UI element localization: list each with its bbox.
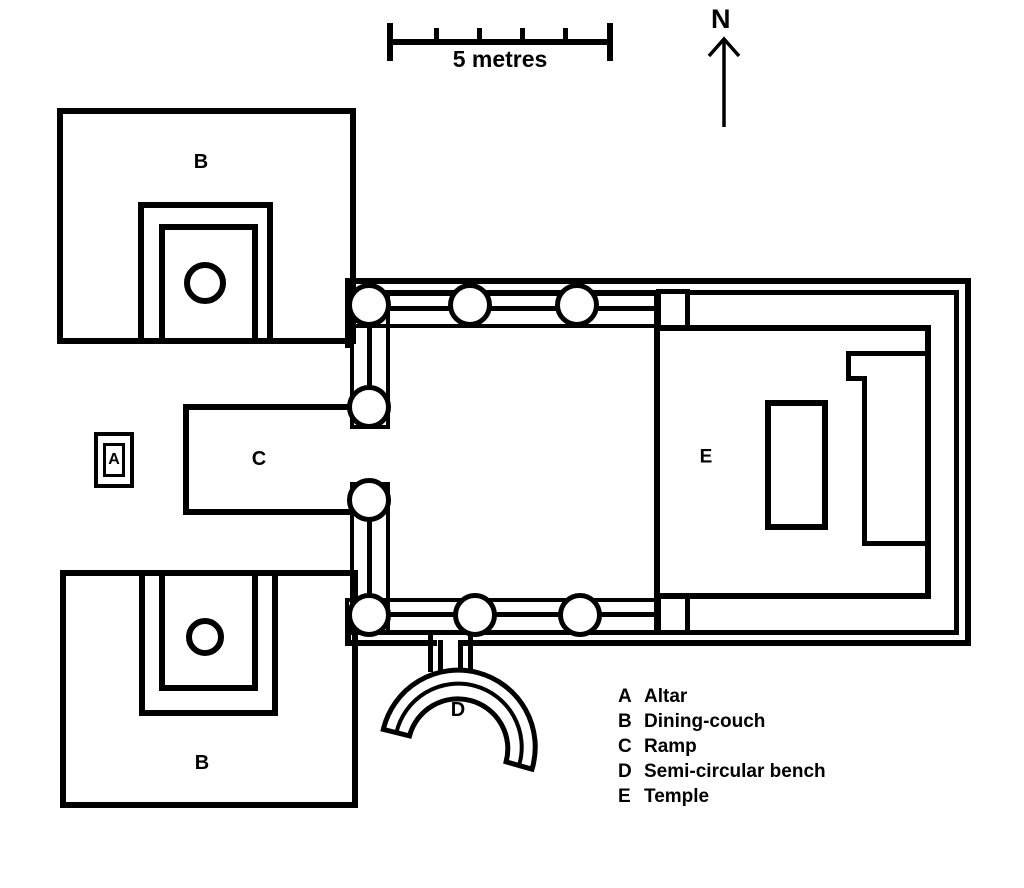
- porch-stylobate-south-midline: [345, 612, 658, 617]
- column: [448, 283, 492, 327]
- dining-couch-north-table: [184, 262, 226, 304]
- legend-label: Ramp: [644, 736, 697, 757]
- ramp-outline: [183, 404, 353, 515]
- altar-outline-inner: [103, 443, 125, 477]
- legend-key: A: [618, 686, 632, 707]
- scale-bar-label: 5 metres: [452, 46, 548, 72]
- dining-couch-north-u-inner: [159, 224, 258, 344]
- dining-couch-south-u-outer: [139, 570, 278, 716]
- cella-podium: [862, 351, 925, 546]
- column: [347, 385, 391, 429]
- legend-label: Semi-circular bench: [644, 761, 826, 782]
- dining-couch-north-outline: [57, 108, 356, 344]
- anta-north: [656, 289, 690, 330]
- scale-bar-line: [390, 39, 610, 45]
- anta-south: [656, 594, 690, 635]
- scale-bar-tick: [477, 28, 482, 40]
- north-label: N: [711, 4, 731, 34]
- column: [347, 478, 391, 522]
- legend-item: D Semi-circular bench: [618, 761, 826, 786]
- temple-outer-wall: [345, 278, 971, 646]
- dining-couch-north-label: B: [193, 151, 209, 173]
- legend-item: A Altar: [618, 686, 826, 711]
- column: [347, 593, 391, 637]
- legend-key: D: [618, 761, 632, 782]
- porch-stylobate-west-lower-midline: [367, 482, 372, 634]
- legend-label: Altar: [644, 686, 688, 707]
- cella-statue-base: [765, 400, 828, 530]
- dining-couch-south-u-inner: [159, 570, 258, 691]
- dining-couch-south-label: B: [194, 752, 210, 774]
- porch-stylobate-west-upper-midline: [367, 292, 372, 429]
- column: [347, 283, 391, 327]
- legend-item: B Dining-couch: [618, 711, 826, 736]
- porch-stylobate-north-midline: [345, 306, 658, 311]
- legend-item: C Ramp: [618, 736, 826, 761]
- scale-bar-tick: [520, 28, 525, 40]
- legend-item: E Temple: [618, 786, 826, 811]
- temple-label: E: [699, 446, 713, 468]
- legend-label: Dining-couch: [644, 711, 766, 732]
- scale-bar-tick: [434, 28, 439, 40]
- legend-key: E: [618, 786, 631, 807]
- cella-podium-step: [846, 351, 867, 381]
- column: [555, 283, 599, 327]
- ramp-label: C: [251, 448, 267, 470]
- scale-bar-end-tick-right: [607, 23, 613, 61]
- dining-couch-north-u-outer: [138, 202, 273, 344]
- dining-couch-south-outline: [60, 570, 358, 808]
- altar-label: A: [108, 451, 120, 468]
- column: [453, 593, 497, 637]
- bench-label: D: [450, 699, 466, 721]
- bench-drawing: [380, 634, 538, 773]
- legend-label: Temple: [644, 786, 710, 807]
- north-arrow-icon: [707, 36, 741, 127]
- legend-key: B: [618, 711, 632, 732]
- altar-outline-outer: [94, 432, 134, 488]
- scale-bar-end-tick-left: [387, 23, 393, 61]
- column: [558, 593, 602, 637]
- legend: A Altar B Dining-couch C Ramp D Semi-cir…: [618, 686, 826, 811]
- legend-key: C: [618, 736, 632, 757]
- scale-bar-tick: [563, 28, 568, 40]
- dining-couch-south-table: [186, 618, 224, 656]
